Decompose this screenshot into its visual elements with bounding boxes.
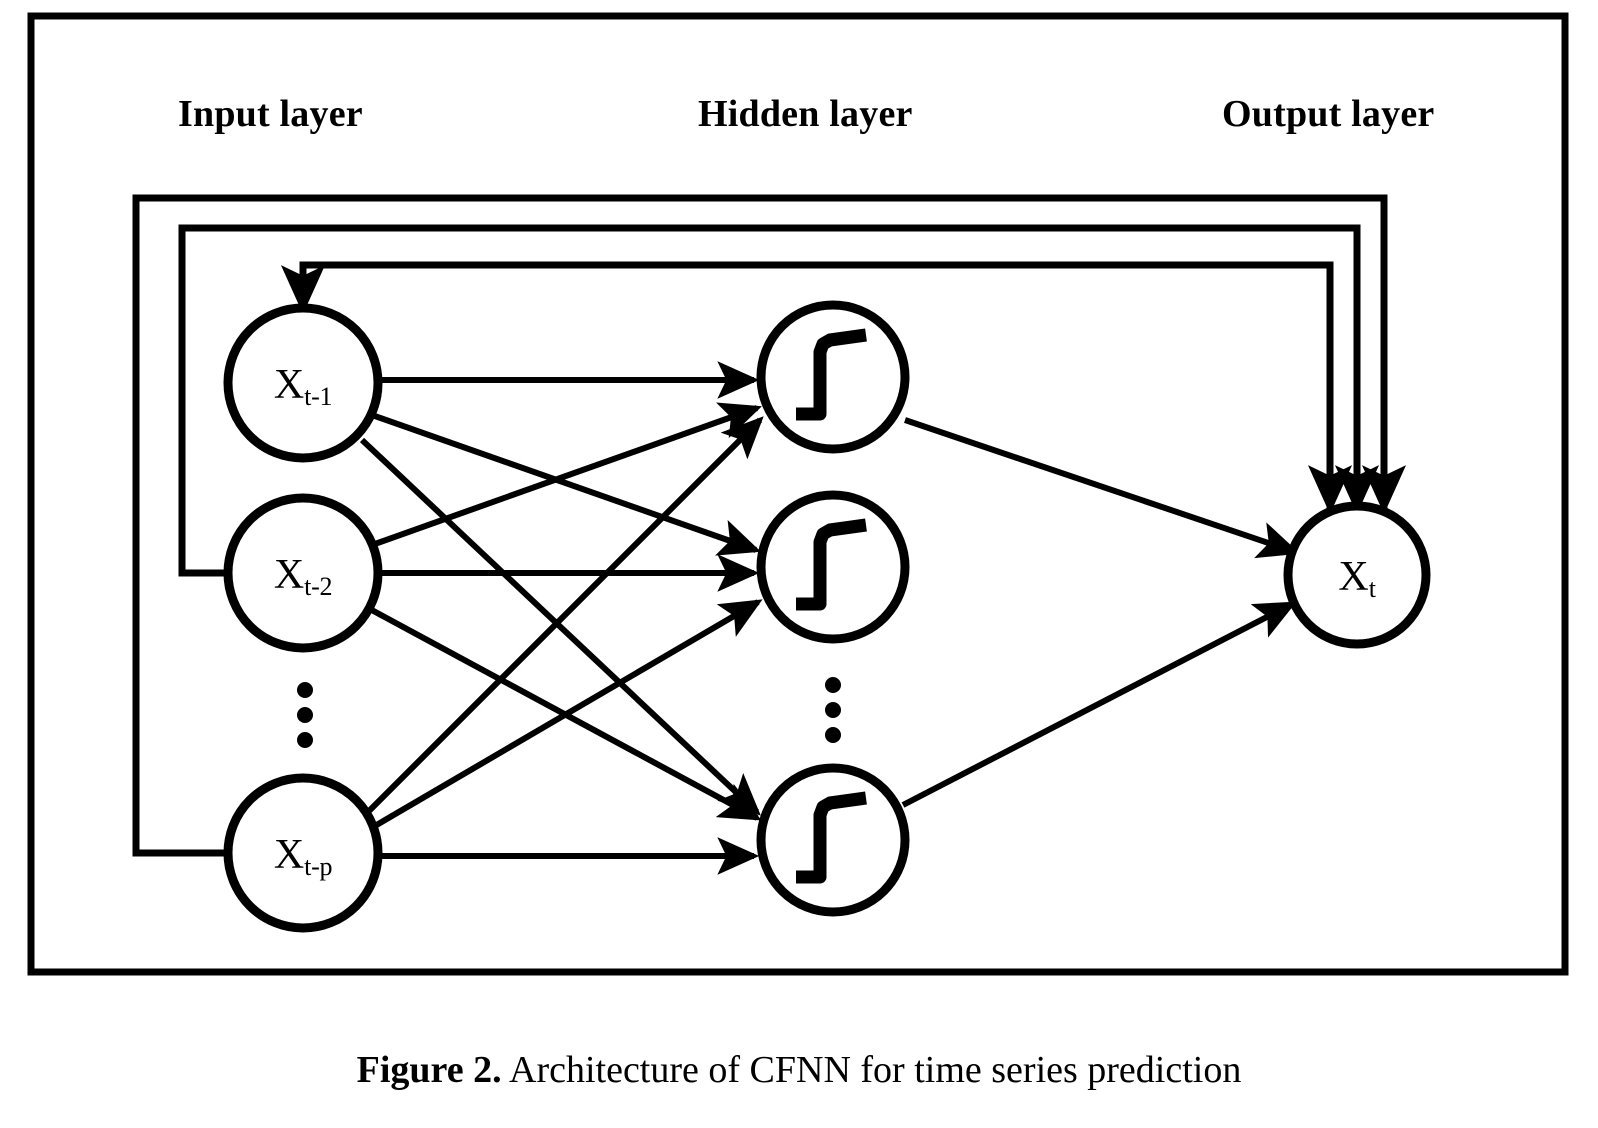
node-subscript: t [1368, 574, 1376, 604]
feedback-arrowheads [1307, 452, 1407, 515]
edge-x-t-1-to-h-3 [359, 437, 761, 816]
node-subscript: t-1 [304, 382, 333, 412]
sigmoid-icon [796, 791, 867, 884]
node-x-t-2[interactable] [223, 493, 383, 653]
node-label-x-t: Xt [1338, 554, 1376, 602]
figure-frame [27, 12, 1569, 976]
node-h-2[interactable] [756, 490, 910, 644]
caption-text: Architecture of CFNN for time series pre… [509, 1049, 1242, 1091]
hidden-layer-nodes [756, 300, 910, 917]
node-h-3[interactable] [756, 763, 910, 917]
input-layer-nodes [223, 303, 383, 933]
node-base: X [273, 832, 305, 878]
node-x-t[interactable] [1283, 501, 1431, 649]
node-base: X [1338, 554, 1369, 600]
node-x-t-p[interactable] [223, 773, 383, 933]
edge-x-t-1-to-h-2 [371, 412, 761, 556]
edges-input-to-hidden [359, 361, 764, 875]
input-layer-label: Input layer [178, 93, 363, 135]
edge-x-t-2-to-h-1 [370, 402, 762, 548]
node-x-t-1[interactable] [223, 303, 383, 463]
edge-x-t-p-to-h-1 [359, 416, 764, 821]
feedback-path-to-x-t-p [132, 194, 1388, 857]
hidden-ellipsis-icon [825, 677, 841, 743]
sigmoid-icon [796, 328, 867, 421]
node-label-x-t-p: Xt-p [273, 832, 333, 880]
node-h-1[interactable] [756, 300, 910, 454]
node-subscript: t-2 [304, 572, 333, 602]
hidden-layer-label: Hidden layer [698, 93, 913, 135]
feedback-path-to-x-t-2 [178, 224, 1361, 577]
sigmoid-icon [796, 518, 867, 611]
node-label-x-t-1: Xt-1 [273, 362, 333, 410]
node-subscript: t-p [304, 852, 333, 882]
node-base: X [273, 552, 305, 598]
edge-x-t-p-to-h-2 [366, 599, 763, 833]
feedback-path-to-x-t-1 [280, 261, 1334, 508]
input-ellipsis-icon [297, 682, 313, 748]
node-base: X [273, 362, 305, 408]
output-layer-nodes [1283, 501, 1431, 649]
caption-prefix: Figure 2. [356, 1049, 502, 1091]
figure-caption: Figure 2. Architecture of CFNN for time … [0, 1048, 1598, 1092]
edge-h-1-to-x-t [904, 417, 1300, 559]
output-layer-label: Output layer [1222, 93, 1435, 135]
node-label-x-t-2: Xt-2 [273, 552, 333, 600]
edges-hidden-to-output [901, 417, 1300, 808]
edge-h-3-to-x-t [901, 601, 1297, 808]
